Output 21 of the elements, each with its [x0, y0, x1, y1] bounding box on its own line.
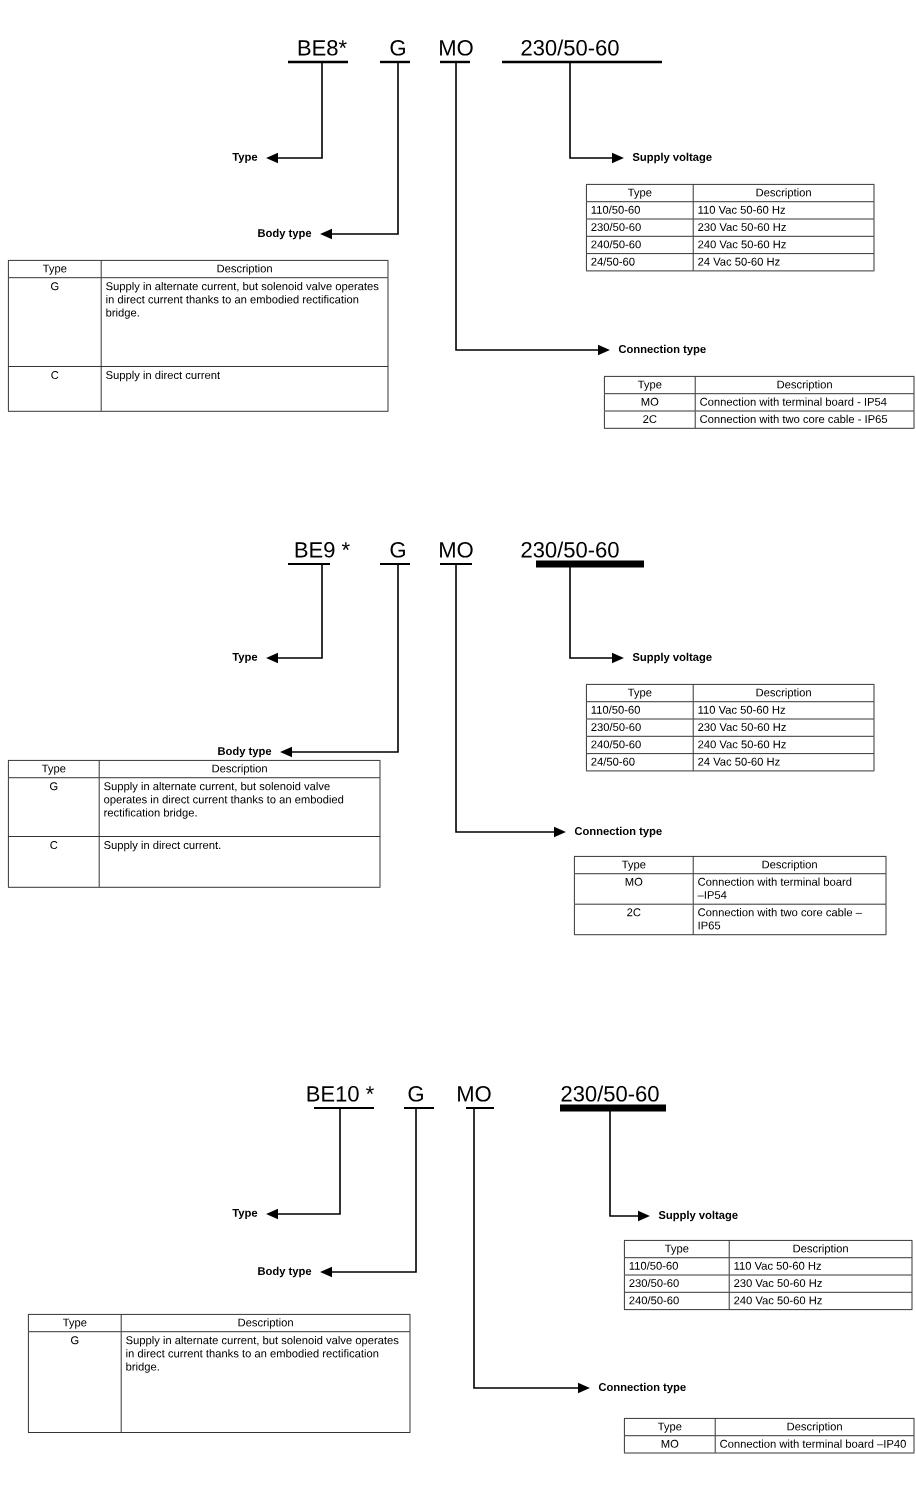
code-segment: G [380, 40, 410, 64]
code-segment: BE10 * [307, 1086, 375, 1109]
code-segment: MO [440, 40, 473, 64]
spec-table [585, 684, 875, 772]
spec-table [603, 376, 915, 429]
spec-table [573, 856, 887, 936]
spec-table [623, 1418, 915, 1454]
code-segment: MO [439, 542, 473, 565]
code-segment: 230/50-60 [521, 541, 644, 568]
code-segment: G [403, 1086, 435, 1109]
code-segment: 230/50-60 [502, 39, 662, 64]
code-segment: MO [458, 1086, 495, 1109]
spec-table [7, 260, 389, 412]
spec-table [7, 760, 381, 888]
code-segment: BE8* [288, 40, 348, 64]
code-segment: BE9 * [287, 542, 350, 565]
code-segment: 230/50-60 [560, 1085, 666, 1112]
spec-table [623, 1240, 913, 1310]
code-segment: G [379, 542, 411, 565]
spec-table [585, 184, 875, 272]
spec-table [27, 1314, 411, 1433]
